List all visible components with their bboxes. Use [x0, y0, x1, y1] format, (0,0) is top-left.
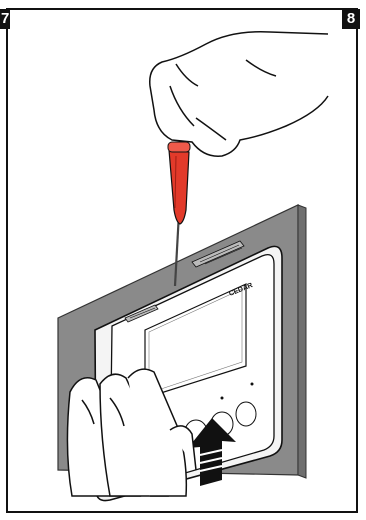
hand-with-screwdriver — [150, 32, 328, 156]
